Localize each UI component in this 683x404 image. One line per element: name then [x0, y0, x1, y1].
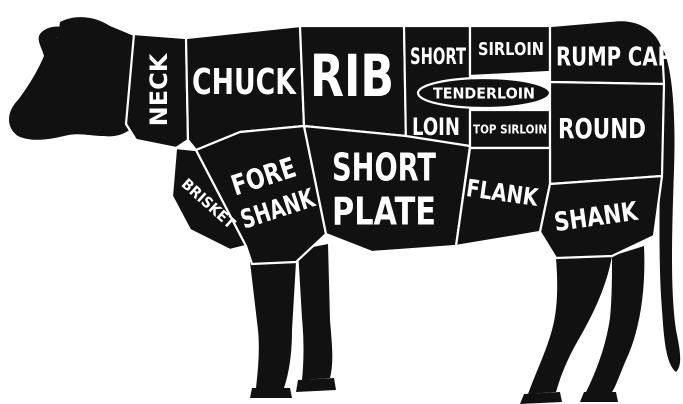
front-hoof-left: [250, 388, 292, 398]
label-rib: RIB: [310, 42, 394, 110]
label-sirloin: SIRLOIN: [478, 39, 544, 60]
label-tenderloin: TENDERLOIN: [433, 85, 535, 103]
label-loin: LOIN: [412, 113, 460, 141]
label-rump-cap: RUMP CAP: [556, 43, 672, 73]
front-leg-left: [250, 262, 296, 388]
label-short-plate-line2: PLATE: [332, 190, 436, 234]
front-leg-right: [298, 244, 332, 380]
label-round: ROUND: [558, 112, 646, 145]
label-short: SHORT: [410, 45, 466, 70]
front-hoof-right: [296, 378, 336, 392]
label-top-sirloin: TOP SIRLOIN: [473, 123, 547, 137]
label-chuck: CHUCK: [192, 62, 297, 103]
rear-hoof-left: [520, 392, 562, 404]
cow-head: [9, 17, 138, 140]
label-neck: NECK: [145, 52, 173, 126]
rear-hoof-right: [580, 392, 618, 402]
label-short-plate-line1: SHORT: [332, 146, 436, 190]
